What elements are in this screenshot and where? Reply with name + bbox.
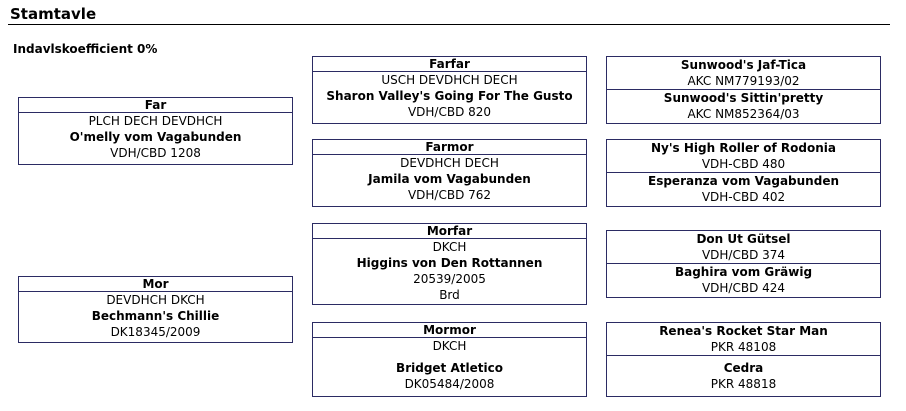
paternal-granddam-reg: VDH/CBD 762 [407, 188, 492, 202]
dam-box: Mor DEVDHCH DKCH Bechmann's Chillie DK18… [18, 276, 293, 343]
paternal-grandsire-reg: VDH/CBD 820 [407, 105, 492, 119]
sire-header: Far [19, 98, 292, 113]
sire-titles: PLCH DECH DEVDHCH [88, 114, 223, 128]
ggp-pair-4: Renea's Rocket Star Man PKR 48108 Cedra … [606, 322, 881, 397]
title-divider [8, 24, 890, 25]
ggp-pair-1: Sunwood's Jaf-Tica AKC NM779193/02 Sunwo… [606, 56, 881, 124]
ggp-name: Don Ut Gütsel [696, 232, 791, 246]
dam-reg: DK18345/2009 [110, 325, 201, 339]
ggp-name: Baghira vom Gräwig [607, 263, 880, 280]
paternal-grandsire-titles: USCH DEVDHCH DECH [381, 73, 518, 87]
ggp-pair-2: Ny's High Roller of Rodonia VDH-CBD 480 … [606, 139, 881, 207]
paternal-granddam-header: Farmor [313, 140, 586, 155]
paternal-grandsire-name: Sharon Valley's Going For The Gusto [326, 89, 573, 103]
maternal-granddam-name: Bridget Atletico [396, 361, 503, 375]
ggp-reg: PKR 48108 [710, 340, 777, 354]
inbreeding-coefficient: Indavlskoefficient 0% [13, 42, 158, 56]
ggp-reg: PKR 48818 [710, 377, 777, 391]
paternal-grandsire-header: Farfar [313, 57, 586, 72]
maternal-granddam-reg: DK05484/2008 [404, 377, 495, 391]
paternal-granddam-name: Jamila vom Vagabunden [368, 172, 531, 186]
maternal-grandsire-name: Higgins von Den Rottannen [356, 256, 543, 270]
ggp-pair-3: Don Ut Gütsel VDH/CBD 374 Baghira vom Gr… [606, 230, 881, 298]
ggp-name: Esperanza vom Vagabunden [607, 172, 880, 189]
paternal-granddam-titles: DEVDHCH DECH [400, 156, 499, 170]
sire-reg: VDH/CBD 1208 [110, 146, 201, 160]
ggp-name: Ny's High Roller of Rodonia [651, 141, 836, 155]
maternal-grandsire-box: Morfar DKCH Higgins von Den Rottannen 20… [312, 223, 587, 305]
sire-box: Far PLCH DECH DEVDHCH O'melly vom Vagabu… [18, 97, 293, 165]
maternal-granddam-titles: DKCH [432, 339, 467, 353]
paternal-granddam-box: Farmor DEVDHCH DECH Jamila vom Vagabunde… [312, 139, 587, 207]
maternal-grandsire-header: Morfar [313, 224, 586, 239]
dam-titles: DEVDHCH DKCH [106, 293, 205, 307]
dam-name: Bechmann's Chillie [91, 309, 220, 323]
ggp-name: Sunwood's Sittin'pretty [607, 89, 880, 106]
dam-header: Mor [19, 277, 292, 292]
maternal-granddam-box: Mormor DKCH Bridget Atletico DK05484/200… [312, 322, 587, 397]
ggp-reg: VDH-CBD 480 [701, 157, 786, 171]
paternal-grandsire-box: Farfar USCH DEVDHCH DECH Sharon Valley's… [312, 56, 587, 124]
maternal-grandsire-reg: 20539/2005 [413, 272, 486, 286]
ggp-reg: VDH/CBD 424 [701, 281, 786, 295]
ggp-reg: AKC NM852364/03 [687, 107, 800, 121]
ggp-reg: VDH/CBD 374 [701, 248, 786, 262]
ggp-reg: VDH-CBD 402 [701, 190, 786, 204]
maternal-granddam-header: Mormor [313, 323, 586, 338]
ggp-reg: AKC NM779193/02 [687, 74, 800, 88]
page-title: Stamtavle [10, 5, 97, 23]
maternal-grandsire-extra: Brd [439, 288, 460, 302]
ggp-name: Renea's Rocket Star Man [659, 324, 828, 338]
ggp-name: Cedra [723, 361, 764, 375]
maternal-grandsire-titles: DKCH [432, 240, 467, 254]
ggp-name: Sunwood's Jaf-Tica [680, 58, 807, 72]
sire-name: O'melly vom Vagabunden [69, 130, 242, 144]
